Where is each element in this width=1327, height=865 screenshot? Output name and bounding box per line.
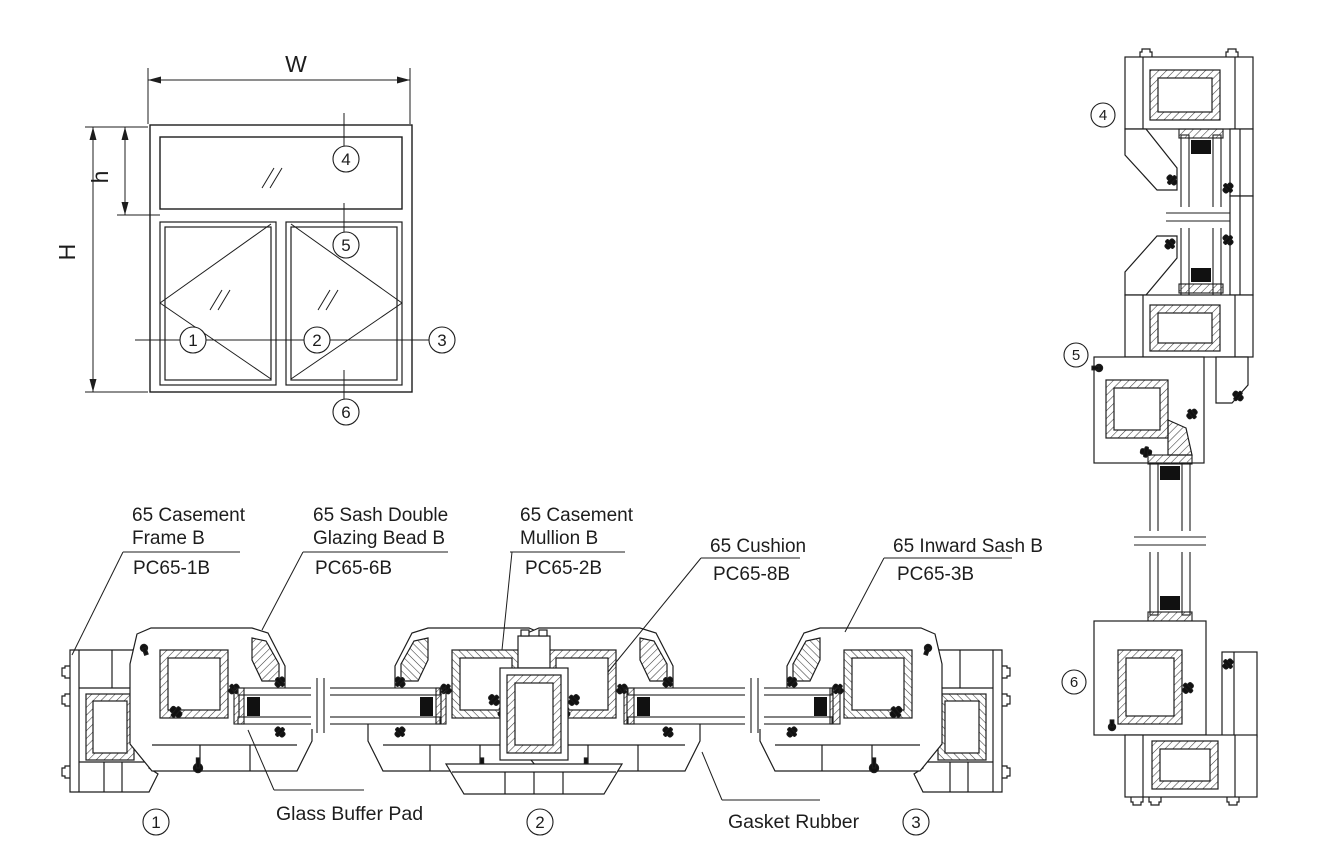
callout-text: 65 Cushion [710,536,806,557]
leader-line [701,751,723,801]
callout-code: PC65-3B [897,564,974,585]
vertical-section-5 [1091,195,1254,464]
sash-glazing-vertical [1134,454,1206,622]
part-label: Glass Buffer Pad [276,803,423,825]
dimension-w: W [147,51,411,124]
marker-sec5: 5 [1063,342,1089,368]
left-sash [159,221,277,386]
dim-height-label: H [54,244,80,261]
left-sash-inner [164,226,272,381]
glass-marks [209,167,339,311]
leader-line [501,551,513,651]
glass-buffer-pad-part [233,687,245,725]
callout-frame-b: 65 Casement Frame B PC65-1B [71,505,246,656]
leader-line [71,551,124,656]
break-symbol [745,678,764,733]
glazing-unit-a [233,678,447,733]
svg-text:3: 3 [437,331,446,350]
leader-line [607,557,702,673]
setting-block [637,697,650,716]
callout-code: PC65-8B [713,564,790,585]
break-symbol [1166,207,1238,228]
marker-1: 1 [179,326,207,354]
marker-sec6: 6 [1061,669,1087,695]
setting-block [420,697,433,716]
callout-code: PC65-2B [525,558,602,579]
callout-code: PC65-1B [133,558,210,579]
marker-sec2: 2 [526,808,554,836]
callout-code: PC65-6B [315,558,392,579]
fixed-glazing-vertical [1166,128,1238,326]
callout-text: 65 Casement [520,505,634,526]
marker-6: 6 [332,398,360,426]
svg-text:5: 5 [1072,347,1080,364]
svg-text:2: 2 [312,331,321,350]
opening-direction-lines [159,223,403,380]
marker-sec1: 1 [142,808,170,836]
vertical-section-markers: 4 5 6 [1061,102,1116,695]
horizontal-section-markers: 1 2 3 [142,808,930,836]
callout-glazing-bead-b: 65 Sash Double Glazing Bead B PC65-6B [261,505,448,631]
svg-text:6: 6 [341,403,350,422]
callout-text: Mullion B [520,528,598,549]
marker-2: 2 [303,326,331,354]
marker-3: 3 [428,326,456,354]
callout-text: 65 Sash Double [313,505,448,526]
marker-sec3: 3 [902,808,930,836]
horizontal-section-1 [61,628,312,793]
glazing-unit-b [623,678,841,733]
dim-width-label: W [285,51,307,77]
svg-text:4: 4 [1099,107,1107,124]
callout-inward-sash-b: 65 Inward Sash B PC65-3B [844,536,1043,633]
label-gasket-rubber: Gasket Rubber [701,751,860,833]
leader-line [261,551,304,631]
dimension-h-total: H [54,126,148,393]
mullion-profile [444,629,624,795]
marker-5: 5 [332,231,360,259]
callout-text: Frame B [132,528,205,549]
break-symbol [1134,531,1206,552]
callout-text: Glazing Bead B [313,528,445,549]
dim-transom-label: h [87,171,113,184]
svg-text:3: 3 [911,813,920,832]
section-marker-ticks [135,113,429,399]
break-symbol [311,678,330,733]
elevation-section-markers: 4 5 6 1 2 3 [179,145,456,426]
vertical-section-4 [1124,48,1254,197]
part-label: Gasket Rubber [728,811,860,833]
callout-cushion: 65 Cushion PC65-8B [607,536,806,673]
window-outer-frame [149,124,413,393]
inward-sash-profile [130,628,312,773]
svg-text:5: 5 [341,236,350,255]
svg-text:6: 6 [1070,674,1078,691]
fixed-toplight-pane [159,136,403,210]
callout-mullion-b: 65 Casement Mullion B PC65-2B [501,505,634,651]
marker-4: 4 [332,145,360,173]
leader-line [247,729,275,791]
callout-text: 65 Inward Sash B [893,536,1043,557]
setting-block [814,697,827,716]
horizontal-section-2 [368,628,700,795]
svg-text:1: 1 [151,813,160,832]
vertical-section-6 [1093,620,1258,806]
dimension-h-transom: h [87,127,160,216]
svg-text:4: 4 [341,150,350,169]
marker-sec4: 4 [1090,102,1116,128]
horizontal-section-3 [760,628,1011,793]
setting-block [247,697,260,716]
inward-sash-profile-right [760,628,942,773]
leader-line [844,557,885,633]
svg-text:2: 2 [535,813,544,832]
callout-text: 65 Casement [132,505,246,526]
svg-text:1: 1 [188,331,197,350]
label-glass-buffer-pad: Glass Buffer Pad [247,729,423,825]
elevation-view [149,124,413,393]
